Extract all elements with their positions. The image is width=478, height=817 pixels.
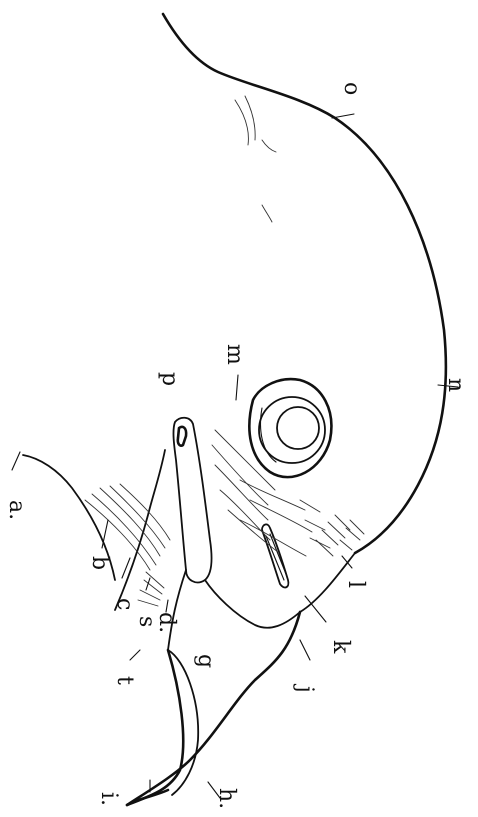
label-t: t [112,676,137,685]
label-p: p [157,372,182,386]
upper-mandible [127,612,300,805]
label-b: b [87,556,112,570]
eye [249,379,331,477]
label-o: o [339,82,364,95]
label-h: h. [214,788,239,809]
gape-line [168,570,186,650]
label-i: i. [96,792,121,806]
label-k: k [328,640,353,654]
chin-line [115,450,165,610]
label-m: m [222,344,247,365]
label-d: d. [154,612,179,633]
label-n: n [443,378,468,392]
label-j: j [292,683,317,693]
label-c: c [112,598,137,610]
label-g: g [193,654,218,668]
label-l: l [343,581,368,588]
brow-tip [178,427,186,446]
label-a: a. [4,500,29,520]
leader-lines [12,114,458,798]
